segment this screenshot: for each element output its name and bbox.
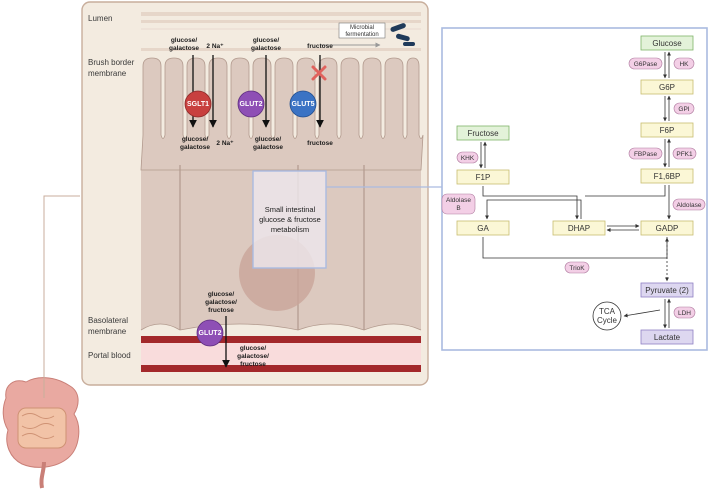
metabolite-fructose: Fructose xyxy=(467,129,499,138)
sglt1-out-right: 2 Na⁺ xyxy=(216,140,234,147)
sglt1-in-right: 2 Na⁺ xyxy=(206,43,224,50)
bacteria-icon xyxy=(396,33,410,42)
portal-blood-label: Portal blood xyxy=(88,351,131,360)
enzyme-hk: HK xyxy=(679,61,689,68)
glut5-icon xyxy=(289,90,317,118)
metabolite-g6p: G6P xyxy=(659,83,675,92)
brush-border-label-1: Brush border xyxy=(88,58,135,67)
microbial-label-2: fermentation xyxy=(345,32,378,38)
metabolite-f16bp: F1,6BP xyxy=(654,172,681,181)
glut2-baso-in-3: fructose xyxy=(208,307,234,314)
enzyme-gpi: GPI xyxy=(678,106,689,113)
glut5-in: fructose xyxy=(307,43,333,50)
glut2-basolateral-transporter: glucose/ galactose/ fructose GLUT2 gluco… xyxy=(196,291,269,368)
glut2-apical-in-1: glucose/ xyxy=(253,37,280,44)
glut2-apical-in-2: galactose xyxy=(251,45,281,52)
glut2-apical-name: GLUT2 xyxy=(240,101,263,108)
center-label-1: Small intestinal xyxy=(265,205,316,214)
sglt1-icon xyxy=(184,90,212,118)
metabolite-pyruvate: Pyruvate (2) xyxy=(645,286,689,295)
glut2-baso-in-2: galactose/ xyxy=(205,299,237,306)
metabolite-f6p: F6P xyxy=(660,126,675,135)
metabolite-glucose: Glucose xyxy=(652,39,682,48)
glut2-basolateral-icon xyxy=(196,319,224,347)
tca-label-1: TCA xyxy=(599,307,616,316)
sglt1-out-left-2: galactose xyxy=(180,144,210,151)
intestine-illustration xyxy=(2,195,80,489)
glut2-baso-out-3: fructose xyxy=(240,361,266,368)
brush-border-label-2: membrane xyxy=(88,69,127,78)
tca-label-2: Cycle xyxy=(597,316,618,325)
center-label-2: glucose & fructose xyxy=(259,215,321,224)
glut2-apical-transporter: glucose/ galactose GLUT2 glucose/ galact… xyxy=(237,37,283,151)
enzyme-aldolase: Aldolase xyxy=(677,202,702,209)
sglt1-in-left-1: glucose/ xyxy=(171,37,198,44)
metabolite-ga: GA xyxy=(477,224,489,233)
sglt1-out-left-1: glucose/ xyxy=(182,136,209,143)
microbial-fermentation: Microbial fermentation xyxy=(320,22,415,48)
glut2-baso-in-1: glucose/ xyxy=(208,291,235,298)
pathway-panel: Glucose G6P F6P F1,6BP Fructose F1P GA D… xyxy=(441,27,708,351)
bacteria-icon xyxy=(390,23,406,32)
blocked-x-icon xyxy=(311,65,327,81)
basolateral-label-2: membrane xyxy=(88,327,127,336)
glut2-apical-icon xyxy=(237,90,265,118)
metabolite-f1p: F1P xyxy=(476,173,491,182)
sglt1-in-left-2: galactose xyxy=(169,45,199,52)
enzyme-g6pase: G6Pase xyxy=(634,61,658,68)
tca-cycle-icon xyxy=(592,301,622,331)
glut5-out: fructose xyxy=(307,140,333,147)
enzyme-fbpase: FBPase xyxy=(634,151,658,158)
metabolite-lactate: Lactate xyxy=(654,333,681,342)
enzyme-aldolase-b-2: B xyxy=(456,205,460,212)
basolateral-label-1: Basolateral xyxy=(88,316,128,325)
lumen-label: Lumen xyxy=(88,14,112,23)
glut2-baso-out-2: galactose/ xyxy=(237,353,269,360)
sglt1-transporter: glucose/ galactose 2 Na⁺ SGLT1 glucose/ … xyxy=(169,37,234,151)
metabolite-dhap: DHAP xyxy=(568,224,590,233)
enzyme-pfk1: PFK1 xyxy=(676,151,693,158)
glut5-transporter: fructose GLUT5 fructose xyxy=(289,43,333,147)
bacteria-icon xyxy=(403,42,415,46)
enzyme-aldolase-b-1: Aldolase xyxy=(446,197,471,204)
sglt1-name: SGLT1 xyxy=(187,101,209,108)
glut2-baso-name: GLUT2 xyxy=(199,330,222,337)
microbial-label-1: Microbial xyxy=(350,25,374,31)
glut5-name: GLUT5 xyxy=(292,101,315,108)
glut2-apical-out-2: galactose xyxy=(253,144,283,151)
enzyme-triok: TrioK xyxy=(569,265,585,272)
metabolite-gadp: GADP xyxy=(656,224,679,233)
enzyme-ldh: LDH xyxy=(678,310,691,317)
center-label-3: metabolism xyxy=(271,225,309,234)
zoom-region: Small intestinal glucose & fructose meta… xyxy=(252,170,442,269)
enzyme-khk: KHK xyxy=(461,155,475,162)
glut2-apical-out-1: glucose/ xyxy=(255,136,282,143)
glut2-baso-out-1: glucose/ xyxy=(240,345,267,352)
